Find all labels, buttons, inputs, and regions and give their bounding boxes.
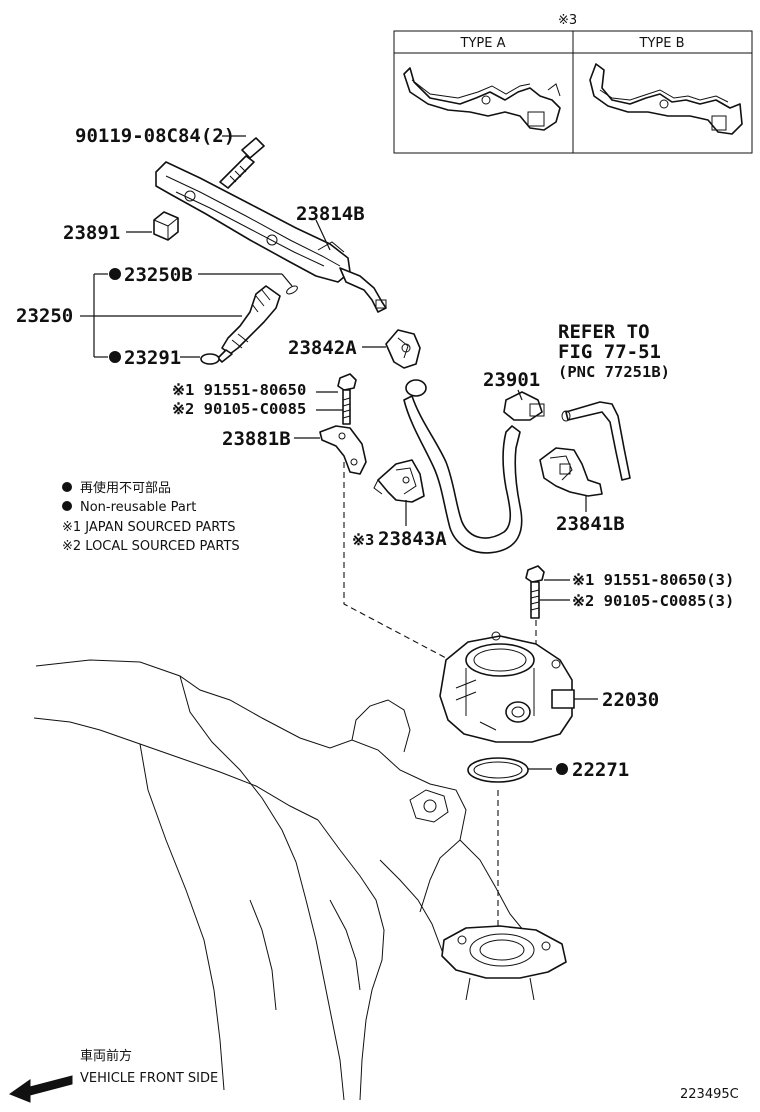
nonreusable-dot-23291 [109, 351, 121, 363]
label-bolt-local-3: ※2 90105-C0085(3) [572, 592, 734, 610]
insulator-23291-drawing [200, 353, 220, 365]
front-label-en: VEHICLE FRONT SIDE [80, 1071, 218, 1086]
legend-local-sourced: ※2 LOCAL SOURCED PARTS [62, 539, 240, 554]
label-bolt-local: ※2 90105-C0085 [172, 400, 306, 418]
type-b-header: TYPE B [639, 36, 685, 51]
bolt-throttle-drawing [525, 565, 545, 619]
fuel-rail-drawing [155, 161, 387, 313]
type-b-bracket-drawing [589, 63, 743, 135]
refer-pipe-drawing [561, 401, 631, 481]
vehicle-front-arrow-icon [8, 1075, 73, 1103]
clamp-23842A-drawing [385, 329, 421, 369]
label-bolt-japan-3: ※1 91551-80650(3) [572, 571, 734, 589]
label-90119: 90119-08C84(2) [75, 125, 235, 147]
type-a-bracket-drawing [403, 67, 561, 131]
hose-23901-drawing [403, 379, 545, 554]
throttle-mount-flange-drawing [441, 925, 567, 1001]
refer-to-line1: REFER TO [558, 321, 650, 343]
diagram-id: 223495C [680, 1087, 739, 1102]
label-23250: 23250 [16, 305, 73, 327]
label-bolt-japan: ※1 91551-80650 [172, 381, 306, 399]
type-table: ※3 TYPE A TYPE B [393, 13, 753, 154]
throttle-body-drawing [439, 631, 575, 743]
injector-drawing [217, 285, 281, 363]
bolt-bracket-drawing [337, 373, 357, 425]
oring-23250B-drawing [286, 285, 298, 295]
gasket-22271-drawing [467, 757, 529, 783]
type-table-mark: ※3 [558, 13, 577, 28]
legend-nonreusable-jp: 再使用不可部品 [80, 480, 171, 496]
label-23291: 23291 [124, 347, 181, 369]
intake-manifold-drawing [33, 659, 529, 1101]
label-23250B: 23250B [124, 264, 193, 286]
label-23901: 23901 [483, 369, 540, 391]
legend: 再使用不可部品 Non-reusable Part ※1 JAPAN SOURC… [62, 480, 240, 554]
nonreusable-dot-23250B [109, 268, 121, 280]
refer-to-line2: FIG 77-51 [558, 341, 661, 363]
spacer-23891-drawing [153, 211, 179, 241]
label-23843A-mark: ※3 [352, 531, 374, 549]
label-22030: 22030 [602, 689, 659, 711]
front-label-jp: 車両前方 [80, 1048, 132, 1064]
label-23891: 23891 [63, 222, 120, 244]
label-23842A: 23842A [288, 337, 357, 359]
legend-nonreusable-en: Non-reusable Part [80, 500, 196, 515]
bracket-23881B-drawing [319, 425, 367, 475]
bracket-23843A-drawing [373, 459, 425, 503]
label-22271: 22271 [572, 759, 629, 781]
bolt-90119-drawing [219, 137, 265, 189]
label-23814B: 23814B [296, 203, 365, 225]
legend-japan-sourced: ※1 JAPAN SOURCED PARTS [62, 520, 236, 535]
type-a-header: TYPE A [460, 36, 506, 51]
nonreusable-dot-22271 [556, 763, 568, 775]
label-23841B: 23841B [556, 513, 625, 535]
label-23881B: 23881B [222, 428, 291, 450]
clamp-23841B-drawing [539, 447, 603, 497]
refer-to-line3: (PNC 77251B) [558, 363, 670, 381]
label-23843A: 23843A [378, 528, 447, 550]
